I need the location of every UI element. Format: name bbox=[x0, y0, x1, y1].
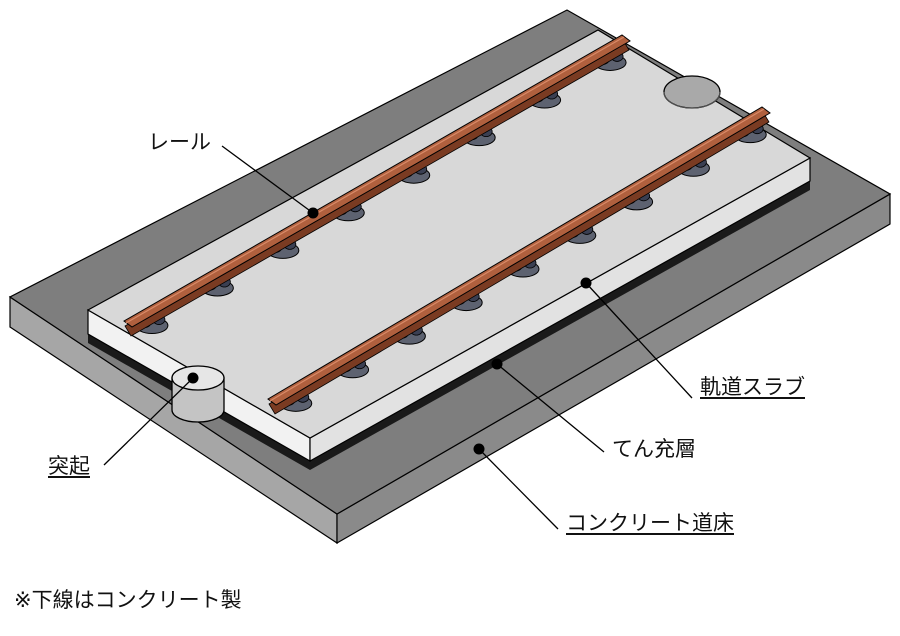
stopper-back-rim bbox=[663, 91, 721, 109]
rails bbox=[123, 34, 771, 415]
leader-lines bbox=[103, 145, 693, 530]
rail-right bbox=[267, 106, 771, 415]
leader-dot bbox=[491, 358, 503, 370]
leader-line bbox=[478, 448, 559, 530]
label-stopper: 突起 bbox=[48, 454, 90, 478]
leader-line bbox=[585, 282, 693, 399]
leader-dot bbox=[580, 277, 592, 289]
track-slab bbox=[86, 29, 812, 463]
label-rail: レール bbox=[148, 130, 211, 154]
leader-rail bbox=[221, 145, 319, 219]
label-track-slab: 軌道スラブ bbox=[700, 375, 805, 399]
leader-filler-layer bbox=[491, 358, 605, 453]
leader-dot bbox=[473, 443, 485, 455]
leader-track-slab bbox=[580, 277, 693, 399]
slab-top-face bbox=[86, 29, 812, 439]
rail-highlight bbox=[269, 108, 765, 402]
leader-concrete-roadbed bbox=[473, 443, 559, 530]
leader-line bbox=[496, 363, 605, 453]
leader-line bbox=[103, 377, 194, 466]
leader-dot bbox=[307, 207, 319, 219]
stopper-back bbox=[663, 75, 721, 109]
filler-right-band bbox=[310, 181, 810, 470]
footnote: ※下線はコンクリート製 bbox=[14, 588, 242, 612]
leader-dot bbox=[187, 372, 199, 384]
rail-head bbox=[123, 34, 631, 328]
rail-left bbox=[123, 34, 631, 337]
leader-stopper bbox=[103, 372, 199, 466]
leader-line bbox=[221, 145, 314, 214]
rail-highlight bbox=[125, 36, 625, 324]
label-filler-layer: てん充層 bbox=[612, 437, 696, 461]
stopper-front bbox=[171, 365, 225, 423]
rail-head bbox=[267, 106, 771, 406]
label-concrete-roadbed: コンクリート道床 bbox=[566, 511, 734, 535]
